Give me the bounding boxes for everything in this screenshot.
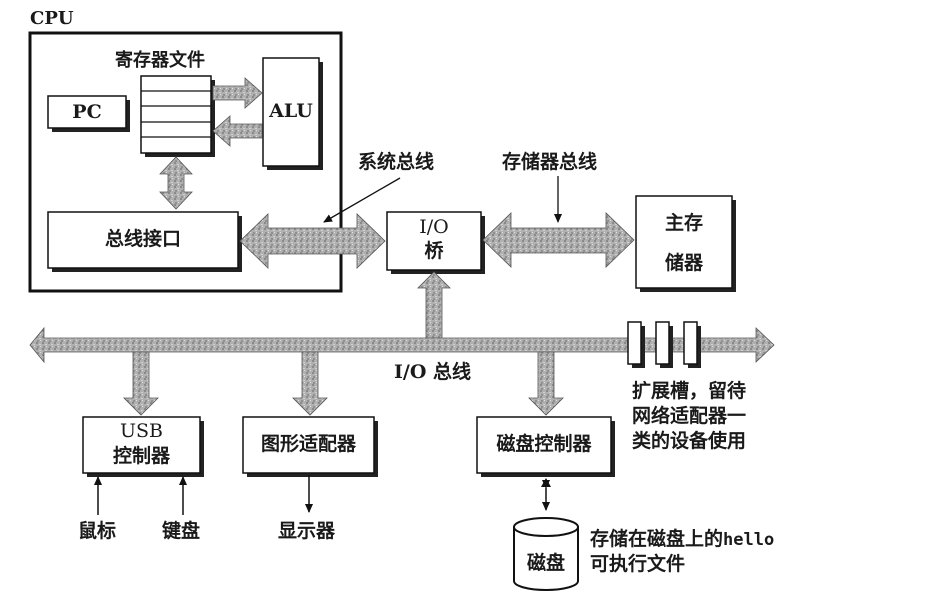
graphics-adapter-label: 图形适配器 [260, 433, 356, 455]
io-bridge-line2: 桥 [424, 240, 444, 262]
io-bridge-box [386, 211, 485, 274]
expansion-slots [627, 321, 701, 368]
expansion-slots-note-3: 类的设备使用 [632, 430, 747, 452]
io-bus-label: I/O 总线 [394, 361, 471, 383]
io-bus [29, 326, 775, 364]
disk-cylinder [513, 517, 579, 591]
expansion-slots-note-2: 网络适配器一 [632, 405, 747, 427]
memory-bus-label: 存储器总线 [502, 151, 598, 173]
display-label: 显示器 [278, 520, 336, 542]
disk-note-prefix: 存储在磁盘上的 [590, 528, 724, 550]
mouse-label: 鼠标 [78, 520, 117, 542]
system-bus [239, 213, 386, 269]
disk-controller-label: 磁盘控制器 [496, 433, 592, 455]
expansion-slots-note-1: 扩展槽，留待 [632, 380, 747, 402]
memory-bus [482, 212, 635, 268]
register-file [140, 75, 215, 157]
disk-label: 磁盘 [526, 552, 565, 574]
alu-label: ALU [269, 100, 313, 122]
io-bridge-line1: I/O [419, 216, 449, 238]
pc-box [47, 95, 130, 132]
main-memory-line2: 储器 [664, 252, 703, 274]
regfile-to-alu-arrow [212, 77, 263, 109]
alu-to-regfile-arrow [212, 115, 263, 147]
bus-interface-box [47, 211, 242, 272]
usb-controller-line2: 控制器 [112, 445, 170, 467]
io-bus-to-usb [123, 351, 159, 416]
cpu-label: CPU [30, 8, 74, 29]
keyboard-label: 键盘 [162, 520, 201, 542]
io-bridge-to-io-bus [417, 271, 451, 341]
disk-arrow-top-head [541, 478, 551, 487]
disk-controller-box [476, 416, 615, 477]
cpu-box [28, 31, 343, 293]
main-memory-box [635, 195, 736, 292]
io-bus-to-disk-controller [528, 351, 564, 416]
regfile-bus-interface-arrow [159, 156, 193, 210]
disk-note-line2: 可执行文件 [590, 553, 686, 575]
pc-label: PC [72, 101, 102, 123]
disk-note-line1: 存储在磁盘上的hello [590, 528, 774, 551]
bus-interface-label: 总线接口 [104, 228, 181, 250]
graphics-adapter-box [242, 416, 378, 477]
register-file-label: 寄存器文件 [115, 50, 205, 71]
usb-controller-box [82, 416, 204, 477]
system-bus-label: 系统总线 [358, 151, 435, 173]
io-bus-to-graphics [292, 351, 328, 416]
usb-controller-line1: USB [120, 420, 163, 442]
alu-box [262, 57, 323, 170]
system-bus-pointer [323, 177, 401, 223]
main-memory-line1: 主存 [664, 212, 703, 234]
disk-note-code: hello [723, 530, 775, 550]
